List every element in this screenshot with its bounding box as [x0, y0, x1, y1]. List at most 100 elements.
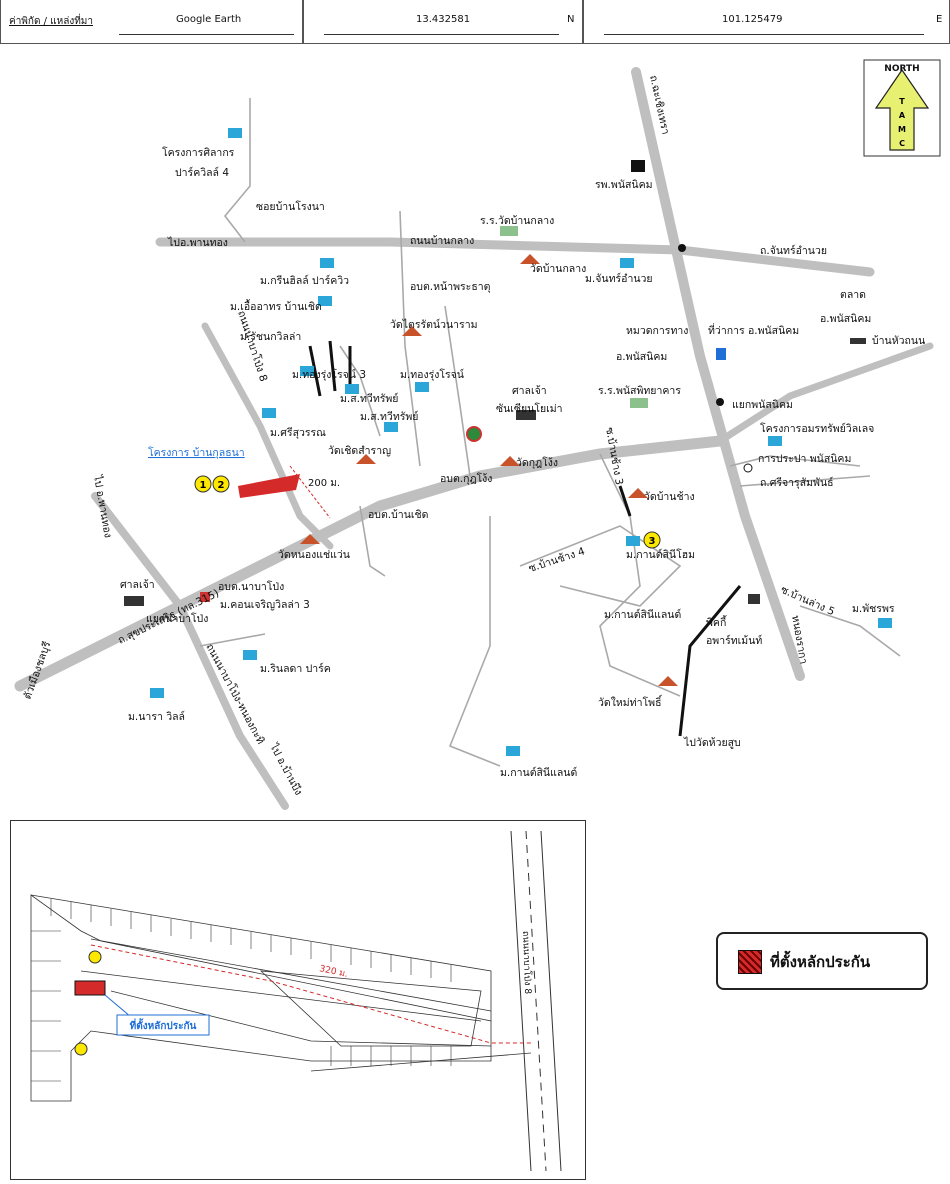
road-ban-klang — [155, 237, 875, 277]
inset-marker-2 — [74, 1042, 88, 1056]
label-wat-ban-chang: วัดบ้านช้าง — [644, 491, 695, 503]
compass-letter-a: A — [899, 111, 906, 120]
label-m-condo-charoen: ม.คอนเจริญวิลล่า 3 — [220, 599, 310, 611]
latitude-box: 13.432581 N — [303, 0, 583, 44]
condo-icon — [200, 592, 210, 602]
label-wat-mai-tha-pho: วัดใหม่ท่าโพธิ์ — [598, 694, 663, 709]
label-shrine-chao-2: ศาลเจ้า — [120, 579, 155, 591]
label-dist-200: 200 ม. — [308, 478, 340, 489]
label-district-office: ที่ว่าการ อ.พนัสนิคม — [708, 323, 799, 337]
traffic-light-icon-2 — [716, 398, 724, 406]
label-project-amnuai: โครงการอมรทรัพย์วิลเลจ — [760, 422, 874, 435]
plot-grid — [30, 894, 532, 1102]
chinese-shrine-icon — [516, 410, 536, 420]
label-market: ตลาด — [840, 289, 866, 301]
coord-source-box: ค่าพิกัด / แหล่งที่มา Google Earth — [0, 0, 303, 44]
svg-text:2: 2 — [218, 480, 225, 491]
location-map: NORTH T A M C 1 2 3 — [14, 59, 941, 810]
latitude-dir: N — [567, 14, 575, 25]
legend-label: ที่ตั้งหลักประกัน — [770, 953, 871, 971]
label-school-phanat: ร.ร.พนัสพิทยาคาร — [598, 385, 681, 397]
inset-collateral-plot — [74, 980, 106, 996]
inset-road-label: ถนนนาบาโป่ง 8 — [520, 931, 533, 995]
svg-text:1: 1 — [200, 480, 207, 491]
coord-label: ค่าพิกัด / แหล่งที่มา — [9, 16, 94, 27]
label-wat-ku-ngeng: วัดกุฎโง้ง — [516, 456, 558, 469]
school-icon — [500, 226, 518, 236]
label-m-thong-rung3: ม.ทองรุ่งโรจน์ 3 — [292, 368, 366, 381]
label-wat-nong-khaen: วัดหนองแช่แว่น — [278, 549, 350, 561]
label-sao-ku-ngeng: อบต.กุฎโง้ง — [440, 472, 492, 485]
label-m-kan-sin-home: ม.กานต์สินีโฮม — [626, 548, 695, 561]
district-office-icon — [716, 348, 726, 360]
label-to-wat-huai-sup: ไปวัดห้วยสูบ — [683, 736, 741, 749]
inset-pointer — [104, 994, 132, 1018]
market-icon — [850, 338, 866, 344]
label-m-sor-thawee-2: ม.ส.ทวีทรัพย์ — [360, 410, 418, 423]
legend: ที่ตั้งหลักประกัน — [716, 932, 928, 990]
longitude-dir: E — [936, 14, 943, 25]
collateral-plot — [238, 474, 300, 498]
road-minor-3 — [359, 505, 386, 577]
shrine-icon-2 — [124, 596, 144, 606]
label-m-uea-athon: ม.เอื้ออาทร บ้านเชิด — [230, 299, 322, 313]
label-sao-naban-pong: อบต.นาบาโป่ง — [218, 580, 284, 593]
road-minor-9 — [799, 605, 901, 657]
legend-swatch — [738, 950, 762, 974]
label-sao-na-phrathat: อบต.หน้าพระธาตุ — [410, 281, 491, 293]
road-minor-1 — [399, 210, 421, 467]
svg-text:3: 3 — [649, 536, 656, 547]
label-yaek-phanat: แยกพนัสนิคม — [732, 399, 793, 411]
label-wat-trai-rat: วัดไตรรัตน์วนาราม — [390, 318, 478, 331]
compass-letter-m: M — [898, 125, 906, 134]
label-soi-ban-nong-5: ซ.บ้านล่าง 5 — [779, 584, 837, 618]
coord-source: Google Earth — [176, 14, 242, 25]
label-to-phanthong: ไปอ.พานทอง — [167, 236, 228, 249]
label-apartment: อพาร์ทเม้นท์ — [706, 634, 762, 647]
label-m-rinlada: ม.รินลดา ปาร์ค — [260, 662, 331, 675]
marker-1: 1 — [194, 475, 212, 493]
label-m-kan-sin-land-2: ม.กานต์สินีแลนด์ — [500, 766, 577, 779]
label-ban-hua-thanon: บ้านหัวถนน — [872, 335, 925, 347]
label-dept-transport: หมวดการทาง — [626, 325, 688, 337]
label-chan-chiang: ซันเซียนโยเม่า — [496, 402, 563, 415]
hospital-icon — [631, 160, 645, 172]
label-shrine-chao: ศาลเจ้า — [512, 385, 547, 397]
label-rd-ban-klang: ถนนบ้านกลาง — [410, 235, 474, 247]
label-water-auth: การประปา พนัสนิคม — [758, 453, 851, 465]
label-soi-rongna: ซอยบ้านโรงนา — [256, 200, 325, 213]
label-m-green-hills: ม.กรีนฮิลล์ ปาร์ควิว — [260, 274, 349, 287]
label-m-phatcharaporn: ม.พัชรพร — [852, 603, 895, 615]
inset-marker-1 — [88, 950, 102, 964]
soi-black-4 — [678, 585, 742, 737]
road-minor-11 — [199, 633, 266, 647]
compass-letter-t: T — [899, 97, 905, 106]
soi-black-2 — [328, 340, 337, 392]
longitude-box: 101.125479 E — [583, 0, 950, 44]
site-plan-svg: 320 ม. ที่ตั้งหลักประกัน ถนนนาบาโป่ง 8 — [30, 830, 562, 1172]
coordinate-header: ค่าพิกัด / แหล่งที่มา Google Earth 13.43… — [0, 0, 950, 46]
label-m-sri-suwan: ม.ศรีสุวรรณ — [270, 426, 326, 439]
label-hospital: รพ.พนัสนิคม — [595, 179, 653, 191]
latitude-value: 13.432581 — [416, 14, 471, 25]
water-icon — [743, 463, 753, 473]
label-project-silaphon: โครงการศิลากร — [162, 146, 235, 159]
road-phanthong — [91, 492, 289, 810]
inset-distance-line — [90, 944, 531, 1044]
marker-3: 3 — [643, 531, 661, 549]
label-phikhi: พิคกี้ — [706, 615, 727, 629]
plot-dividers — [31, 899, 452, 1082]
label-park-villa4: ปาร์ควิลล์ 4 — [175, 166, 229, 179]
soi-black-5 — [618, 485, 632, 517]
compass-title: NORTH — [884, 64, 919, 74]
label-m-thong-rung: ม.ทองรุ่งโรจน์ — [400, 368, 464, 381]
label-rd-naban-pong8: ถนนนาบาโป่ง 8 — [235, 309, 270, 383]
label-rd-phanthong: ไป อ.พานทอง — [91, 473, 115, 539]
label-m-kan-sin-land: ม.กานต์สินีแลนด์ — [604, 608, 681, 621]
road-minor-5 — [448, 516, 501, 767]
label-rd-srichan: ถ.ศรีจารุสัมพันธ์ — [760, 476, 834, 489]
label-project-main: โครงการ บ้านกุลธนา — [148, 446, 245, 459]
road-minor-6 — [519, 525, 682, 607]
inset-plan: 320 ม. ที่ตั้งหลักประกัน ถนนนาบาโป่ง 8 — [10, 820, 586, 1180]
marker-2: 2 — [212, 475, 230, 493]
